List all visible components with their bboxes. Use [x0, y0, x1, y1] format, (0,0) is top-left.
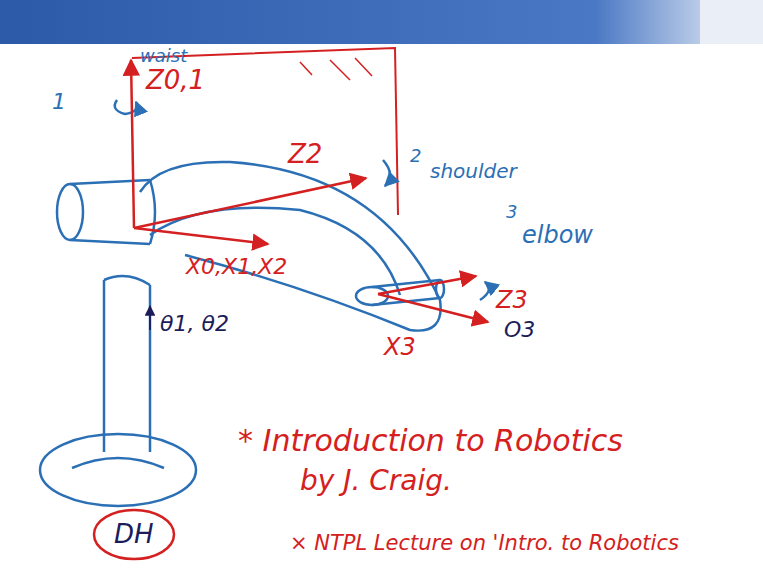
angle-label: θ1, θ2	[160, 312, 229, 336]
origin-label: O3	[504, 318, 535, 342]
axis-label: Z3	[496, 287, 528, 313]
reference-note: × NTPL Lecture on 'Intro. to Robotics	[290, 532, 679, 555]
axis-label: X0,X1,X2	[186, 255, 287, 279]
joint-name: shoulder	[430, 160, 517, 182]
note-text: DH	[114, 520, 154, 549]
callout-number: 2	[410, 146, 421, 166]
reference-note: by J. Craig.	[300, 466, 452, 497]
axis-label: Z2	[288, 140, 322, 169]
joint-name: elbow	[522, 222, 593, 248]
joint-name: waist	[140, 46, 187, 66]
axis-label: Z0,1	[146, 66, 205, 95]
callout-number: 3	[506, 202, 517, 222]
axis-label: X3	[384, 334, 416, 360]
circled-note: DH	[92, 508, 176, 561]
reference-note: * Introduction to Robotics	[238, 424, 623, 457]
callout-number: 1	[52, 90, 66, 114]
